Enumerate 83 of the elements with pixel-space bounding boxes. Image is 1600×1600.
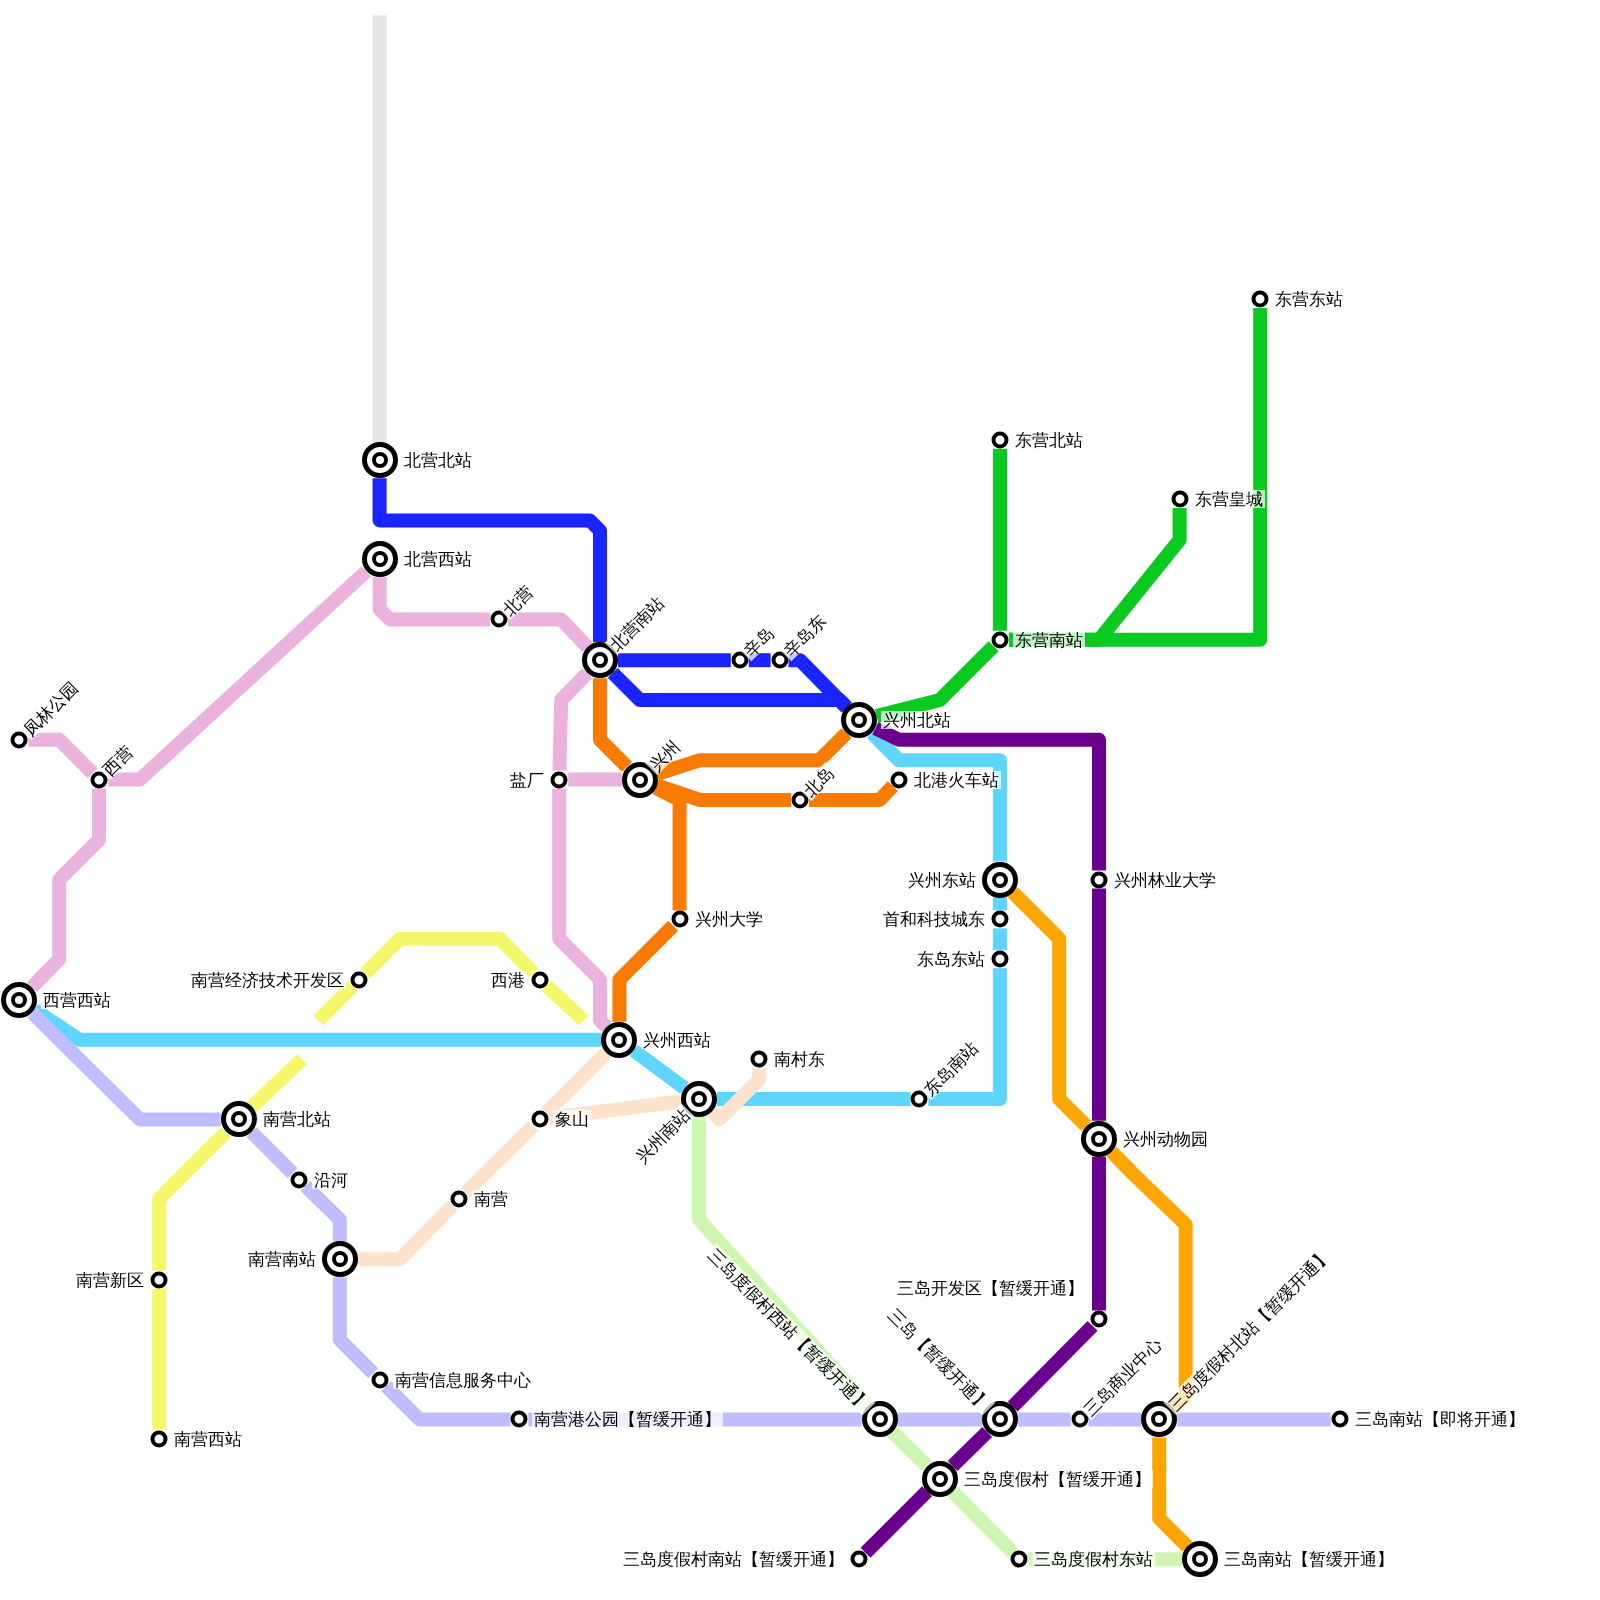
metro-line xyxy=(246,1054,307,1113)
metro-line xyxy=(607,667,852,713)
metro-line xyxy=(568,772,622,787)
station-label: 南营信息服务中心 xyxy=(392,1370,533,1389)
metro-line xyxy=(629,1044,689,1094)
metro-line xyxy=(860,1486,933,1558)
metro-line xyxy=(1018,1412,1071,1427)
metro-line xyxy=(947,1427,993,1471)
station-label: 三岛度假村东站 xyxy=(1032,1550,1156,1569)
metro-line xyxy=(28,732,98,779)
metro-line xyxy=(1088,1412,1142,1427)
metro-line xyxy=(993,897,1007,911)
metro-line xyxy=(1092,1156,1106,1311)
metro-line xyxy=(152,1288,167,1430)
station-label: 西营西站 xyxy=(41,991,114,1009)
metro-line xyxy=(874,641,999,723)
metro-line xyxy=(887,1427,932,1471)
metro-line xyxy=(1009,308,1268,647)
metro-line xyxy=(332,1277,379,1379)
station-label: 南营北站 xyxy=(260,1110,333,1129)
metro-line xyxy=(360,931,539,979)
metro-line xyxy=(300,1180,347,1242)
metro-line xyxy=(541,980,589,1026)
station-label: 兴州东站 xyxy=(906,870,978,889)
station-label: 南营港公园【暂缓开通】 xyxy=(532,1410,724,1429)
metro-line xyxy=(706,1068,767,1127)
station-label: 兴州西站 xyxy=(641,1030,714,1049)
metro-line xyxy=(993,448,1007,631)
station-label: 北营西站 xyxy=(401,550,474,569)
metro-line xyxy=(717,1092,911,1106)
metro-line xyxy=(612,920,679,1022)
metro-line xyxy=(1007,1320,1098,1412)
station-label: 兴州林业大学 xyxy=(1111,870,1218,889)
station-label: 盐厂 xyxy=(508,770,547,789)
station-label: 兴州动物园 xyxy=(1120,1129,1210,1148)
station-label: 兴州大学 xyxy=(692,910,765,929)
metro-line xyxy=(372,577,490,627)
metro-line xyxy=(152,1127,231,1271)
station-label: 南营南站 xyxy=(245,1250,318,1269)
station-label: 西港 xyxy=(488,970,527,989)
metro-line xyxy=(547,1094,682,1126)
metro-line xyxy=(897,1412,982,1427)
metro-line xyxy=(381,1381,511,1427)
metro-line xyxy=(928,968,1007,1106)
metro-line xyxy=(508,612,593,652)
metro-line xyxy=(947,1486,1019,1558)
metro-line xyxy=(593,678,633,772)
station-label: 象山 xyxy=(552,1110,591,1129)
metro-line xyxy=(618,653,731,668)
metro-line xyxy=(27,1007,221,1127)
station-label: 三岛度假村【暂缓开通】 xyxy=(961,1469,1153,1488)
metro-line xyxy=(1007,887,1092,1131)
metro-line xyxy=(552,668,593,771)
station-label: 沿河 xyxy=(311,1170,350,1189)
station-label: 东岛东站 xyxy=(915,950,987,969)
metro-line xyxy=(1177,1412,1331,1427)
station-label: 北营北站 xyxy=(401,451,474,470)
metro-line xyxy=(460,1120,539,1198)
metro-line xyxy=(552,788,612,1033)
station-label: 南营经济技术开发区 xyxy=(189,970,347,989)
metro-line xyxy=(108,566,372,787)
station-label: 东营南站 xyxy=(1013,630,1085,649)
metro-line xyxy=(372,15,387,443)
metro-line xyxy=(357,1200,458,1267)
metro-line xyxy=(27,788,106,992)
metro-line xyxy=(313,981,358,1026)
station-label: 东营东站 xyxy=(1273,289,1346,308)
metro-line xyxy=(1092,888,1106,1121)
station-label: 北港火车站 xyxy=(911,770,1001,789)
station-label: 南村东 xyxy=(772,1050,828,1069)
metro-line xyxy=(872,722,1106,871)
metro-line xyxy=(809,781,898,807)
station-label: 南营新区 xyxy=(74,1270,147,1289)
station-label: 东营北站 xyxy=(1013,430,1085,449)
station-label: 东营皇城 xyxy=(1192,489,1265,508)
station-label: 南营西站 xyxy=(172,1429,245,1448)
metro-line xyxy=(246,1127,298,1179)
metro-line xyxy=(748,653,771,668)
station-label: 首和科技城东 xyxy=(881,910,987,929)
station-label: 南营 xyxy=(472,1189,511,1208)
station-label: 兴州北站 xyxy=(881,711,954,730)
metro-line xyxy=(993,928,1007,951)
metro-line xyxy=(1152,1437,1193,1552)
